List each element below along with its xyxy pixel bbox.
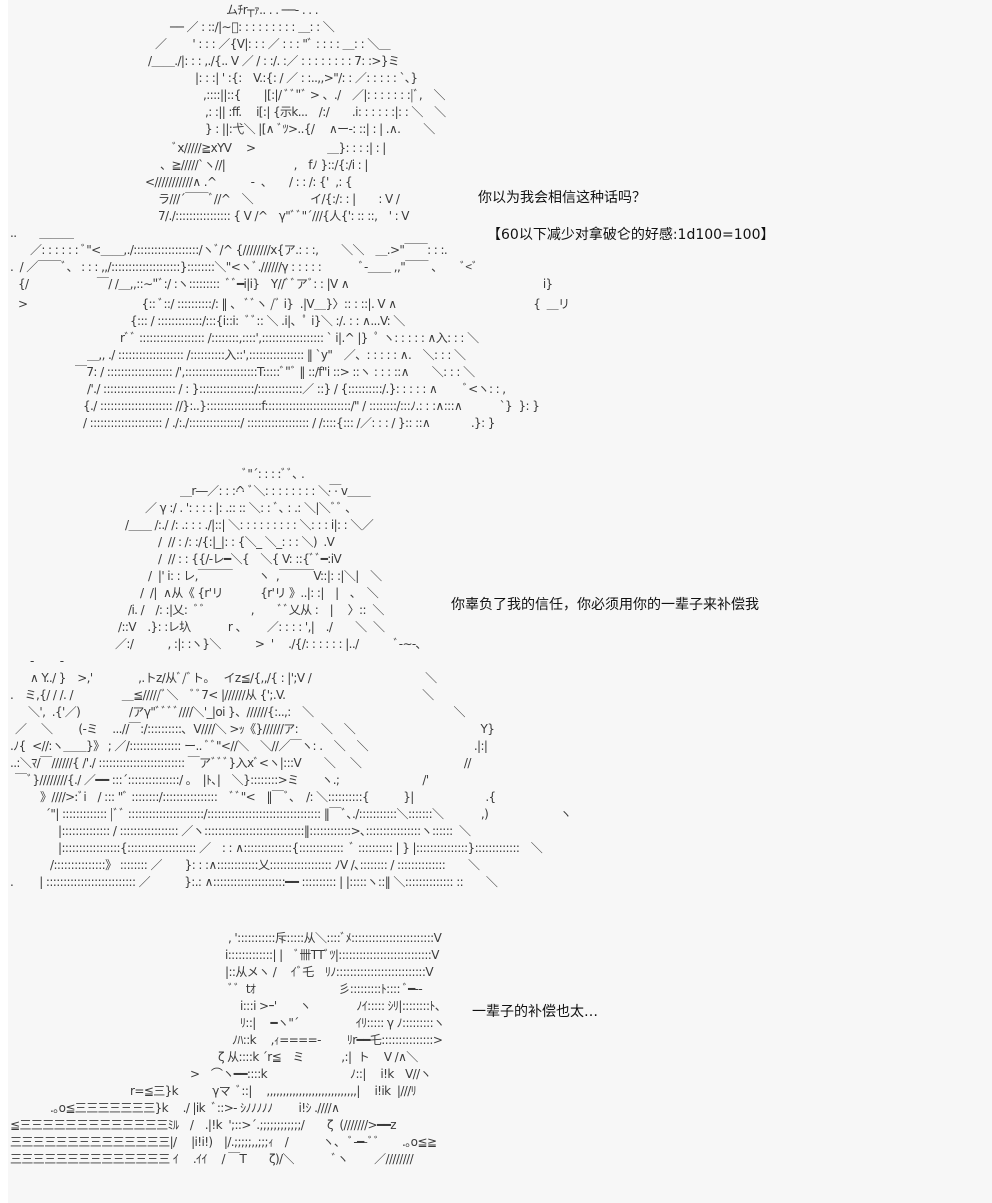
dialog-line-2: 你辜负了我的信任，你必须用你的一辈子来补偿我 (451, 597, 759, 613)
ascii-art-line: ／ γ :/ . ': : : : |: .:: :: ＼: : ﾞ､ : .:… (145, 501, 351, 515)
ascii-art-line: 三三三三三三三三三三三三三三 ｲ .ｲｲ / ￣T ζ)/＼ ﾞヽ ／/////… (10, 1152, 414, 1166)
ascii-art-line: ＼', .{'／) /アγ"ﾞﾞﾞﾞ////＼'_|oi }、//////{:.… (28, 705, 466, 719)
ascii-art-line: 7/./:::::::::::::::: { V /^ γ"ﾞﾞ"´///{人{… (158, 209, 409, 223)
ascii-art-line: /'./ ::::::::::::::::::::: / : }::::::::… (87, 382, 506, 396)
ascii-art-line: / |' i: : レ,￣￣￣ ヽ ,￣￣￣V::|: :|＼| ＼ (148, 569, 382, 583)
ascii-art-line: ムﾁr┬ｧ.. . . ──‐ . . . (226, 3, 319, 17)
ascii-art-line: / /| ∧从《 {r'リ {r'リ 》..|: :| | ､ ＼ (140, 586, 379, 600)
ascii-art-line: ＿,, ./ ::::::::::::::::::: /::::::::::入:… (87, 348, 466, 362)
ascii-art-line: rﾞﾞ ::::::::::::::::::: /::::::::,::::',… (120, 331, 479, 345)
ascii-art-line: ´"| ::::::::::::: |ﾞﾞ ::::::::::::::::::… (45, 807, 572, 821)
ascii-art-line: /:::::::::::::::》 :::::::: ／ }: : :∧::::… (50, 858, 480, 872)
dialog-line-3: 一辈子的补偿也太… (472, 1004, 598, 1020)
ascii-art-line: <///////////∧ .^ - 、 / : : /: {' ,: { (145, 175, 353, 189)
ascii-art-line: . / ／￣￣ﾞ、 : : : ,,/::::::::::::::::::::}… (10, 260, 478, 274)
ascii-art-line: ..:＼ﾏ/￣//////{ /'./ ::::::::::::::::::::… (10, 756, 471, 770)
ascii-art-line: .. ＿＿＿ (10, 226, 74, 240)
ascii-art-line: . | :::::::::::::::::::::::::: ／ }:.: ∧:… (10, 875, 498, 889)
ascii-art-line: .ﾉ{ <//:ヽ＿＿}》 ; ／/::::::::::::::: ー.. ﾞﾞ… (10, 739, 488, 753)
ascii-art-line: |:::::::::::::: / ::::::::::::::::: ／ヽ::… (58, 824, 471, 838)
ascii-art-line: / ::::::::::::::::::::: / ./:./:::::::::… (83, 416, 495, 430)
ascii-art-line: ζ 从::::k ´r≦ ミ ,:| ト V /∧＼ (218, 1050, 418, 1064)
ascii-art-line: ﾞﾞ tｵ 彡:::::::::ﾄ:::: ﾞ━-- (228, 982, 423, 996)
ascii-art-line: ￣7: / ::::::::::::::::::: /',:::::::::::… (75, 365, 475, 379)
ascii-art-line: /::V .}: :レ圦 r 、 ／: : : : ',| ./ ＼ ＼ (118, 620, 385, 634)
ascii-art-line: |:::::::::::::::::{:::::::::::::::::::: … (58, 841, 543, 855)
ascii-art-line: i:::i >ｰ' ヽ ﾉｲ::::: ｼﾘ|::::::::ﾄ、 (240, 999, 447, 1013)
ascii-art-line: /＿＿ /:./ /: .: : : ./|::| ＼: : : : : : :… (125, 518, 374, 532)
ascii-art-line: > ⌒ヽ━━::::k ﾉ::| i!k V//ヽ (190, 1067, 432, 1081)
ascii-art-line: ≦三三三三三三三三三三三三三ﾐﾙ / .|!k ';::>´.;;;;;;;;;… (10, 1118, 397, 1132)
ascii-art-line: i:::::::::::::| | ﾞ卌TTﾞﾂ|:::::::::::::::… (225, 948, 439, 962)
ascii-art-line: {/ ￣/ /＿,,::∼"ﾞ:/ :ヽ::::::::: ﾞﾞ━i|i} Y/… (18, 277, 553, 291)
dice-roll-result: 【60以下减少对拿破仑的好感:1d100=100】 (487, 227, 775, 243)
ascii-art-line: - - (30, 654, 64, 668)
ascii-art-line: ,: :|| :ff. i[:| {示k... /:/ .i: : : : : … (205, 105, 446, 119)
ascii-art-line: 》////>:ﾞi / ::: "ﾞ ::::::::/::::::::::::… (40, 790, 496, 804)
ascii-art-line: /＿＿./|: : : ,./{.. V ／ / : :/. :／ : : : … (148, 54, 400, 68)
ascii-art-line: } : ||:弋＼ |[∧ ﾞﾂ>..{/ ∧ー-: ::| : | .∧. ＼ (205, 122, 435, 136)
ascii-art-line: ,::::||::{ |[:|/ ﾞﾞ"ﾞ > 、./ ／|: : : : : … (203, 88, 445, 102)
ascii-art-line: . ミ,{/ / /. / ＿≦/////ﾞ＼ ﾞﾞ7< |//////从 {'… (10, 688, 434, 702)
ascii-art-line: ﾞ"´: : : :ﾞﾞ､ . (242, 467, 305, 481)
ascii-art-line: ＿r―／: : :^ ﾞ＼: : : : : : : : ＼￣v＿＿ (180, 484, 371, 498)
ascii-art-line: {./ ::::::::::::::::::::: //}:..}:::::::… (83, 399, 540, 413)
ascii-art-line: ラ///´￣￣ﾞ//^ ＼ イ/{:/: : | : V / (158, 192, 400, 206)
ascii-art-line: |::从メヽ / ｲﾞ乇 ﾘﾉ:::::::::::::::::::::::::… (225, 965, 434, 979)
ascii-art-line: 三三三三三三三三三三三三三三|/ |i!i!) |/.;;;;;,,;;;ｨ /… (10, 1135, 437, 1149)
ascii-art-line: {::: / :::::::::::::/:::{i::i: ﾞﾞ:: ＼ .i… (130, 314, 405, 328)
ascii-art-line: ￣ﾞ}////////{./ ／━━ :::´:::::::::::::::/ … (15, 773, 429, 787)
ascii-art-line: / // : : {{/-レ━＼{ ＼{ V: ::{ﾞﾞ━:iV (158, 552, 342, 566)
ascii-art-line: ── ／ : ::/|∼ﾞ: : : : : : : : : ＿: : ＼ (170, 20, 335, 34)
ascii-art-line: /i. / /: :|乂: ﾞﾞ , ﾞﾞ乂从 : | 〉:: ＼ (128, 603, 384, 617)
ascii-art-line: ／ ' : : : ／{V|: : : ／ : : : "ﾞ : : : : ＿… (155, 37, 391, 51)
ascii-art-line: ／ ＼ (-ミ ...//￣:/::::::::::､ V////＼ >ｯ《}/… (15, 722, 495, 736)
ascii-art-line: ／: : : : : : ﾞ"<＿＿,./:::::::::::::::::::… (30, 243, 448, 257)
ascii-art-line: |: : :| ' :{: V.:{: / ／ : :..,,>"/: : ／:… (195, 71, 418, 85)
ascii-art-line: .｡o≦三三三三三三三}k ./ |ik ﾞ::>- ｼﾉﾉﾉﾉﾉ i!ｼ ./… (50, 1101, 340, 1115)
ascii-art-line: / // : /: :/{:|_|: : {＼_ ＼_: : : ＼) .V (158, 535, 335, 549)
ascii-art-line: , ':::::::::::斥:::::从＼::::ﾞﾒ::::::::::::… (228, 931, 442, 945)
ascii-art-page: ムﾁr┬ｧ.. . . ──‐ . . .── ／ : ::/|∼ﾞ: : : … (8, 0, 992, 1203)
ascii-art-line: . . . . (235, 481, 338, 495)
ascii-art-line: ﾘ::| ━ヽ"´ ｲﾘ::::: γ ﾉ:::::::::ヽ (240, 1016, 445, 1030)
ascii-art-line: ／:/ , :|: :ヽ}＼ > ' ./{/: : : : : : |../ … (115, 637, 422, 651)
ascii-art-line: ∧ Y../ } >,' ,.トz/从ﾞ/ﾞト｡ イz≦/{,,/{ : |';… (30, 671, 437, 685)
ascii-art-line: ﾉﾊ::k ,ｨ====- ﾘr━━乇:::::::::::::::> (232, 1033, 443, 1047)
ascii-art-line: > {:: ﾞ::/ ::::::::::/: ‖ 、 ﾞﾞヽ /ﾞ i} .|… (18, 297, 570, 311)
ascii-art-line: r=≦三}k γマ ﾞ::| ,,,,,,,,,,,,,,,,,,,,,,,,,… (130, 1084, 417, 1098)
dialog-line-1: 你以为我会相信这种话吗？ (478, 190, 646, 206)
ascii-art-line: ﾞx/////≧xYV > ＿}: : : :| : | (172, 141, 386, 155)
ascii-art-line: 、≧/////`ヽ//| , fﾉ }::/{:/i : | (160, 158, 368, 172)
